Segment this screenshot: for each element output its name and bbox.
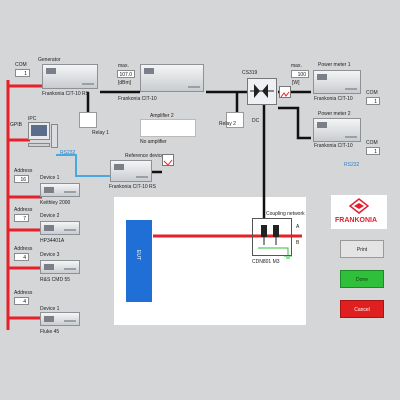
ipc-label: IPC (28, 116, 37, 122)
amp1-max-label: max. (118, 63, 129, 69)
device4-instrument[interactable] (40, 312, 80, 326)
refdev-graph-icon[interactable] (162, 154, 174, 166)
device2-address-field[interactable]: 7 (14, 214, 29, 222)
done-button[interactable]: Done (340, 270, 384, 288)
pm1-model: Frankonia CIT-10 (314, 96, 353, 102)
pm1-max-label: max. (291, 63, 302, 69)
pm2-instrument[interactable] (313, 118, 361, 142)
device2-model: HP34401A (40, 238, 65, 244)
device2-label: Device 2 (40, 213, 60, 219)
amp1-model: Frankonia CIT-10 (118, 96, 157, 102)
rs232-link (56, 154, 110, 177)
device1-instrument[interactable] (40, 183, 80, 197)
relay2-label: Relay 2 (219, 121, 236, 127)
relay1-box[interactable] (79, 112, 97, 128)
device4-model: Fluke 45 (40, 329, 60, 335)
amp1-instrument[interactable] (140, 64, 204, 92)
device3-address-label: Address (14, 246, 33, 252)
device2-address-label: Address (14, 207, 33, 213)
device1-label: Device 1 (40, 175, 60, 181)
relay2-box[interactable] (226, 112, 244, 128)
refdev-model: Frankonia CIT-10 RS (109, 184, 156, 190)
pm2-label: Power meter 2 (318, 111, 351, 117)
directional-coupler[interactable] (247, 78, 277, 105)
generator-label: Generator (38, 57, 61, 63)
refdev-instrument[interactable] (110, 160, 152, 182)
gpib-label: GPIB (10, 122, 22, 128)
device3-model: R&S CMD 55 (40, 277, 71, 283)
pm1-com-label: COM (366, 90, 378, 96)
device1-address-label: Address (14, 168, 33, 174)
generator-com-field[interactable]: 1 (15, 69, 30, 77)
generator-instrument[interactable] (42, 64, 98, 89)
coupling-network[interactable] (252, 218, 292, 256)
relay1-label: Relay 1 (92, 130, 109, 136)
generator-model: Frankonia CIT-10 RS (42, 91, 89, 97)
logo-text: FRANKONIA (335, 217, 377, 224)
print-button[interactable]: Print (340, 240, 384, 258)
coupling-model: CDN801 M3 (252, 259, 280, 265)
pm1-unit: [W] (292, 80, 300, 86)
signal-dc-pm2 (278, 106, 311, 140)
frankonia-logo: FRANKONIA (331, 195, 387, 229)
device1-model: Keithley 2000 (40, 200, 71, 206)
eut-label: EUT (135, 250, 141, 260)
device3-label: Device 3 (40, 252, 60, 258)
keyboard-icon (28, 143, 50, 147)
pm2-com-field[interactable]: 1 (366, 147, 380, 155)
amp1-unit: [dBm] (118, 80, 132, 86)
pm1-max-field[interactable]: 100 (291, 70, 309, 78)
coupling-network-icon (261, 225, 279, 245)
monitor-icon (28, 122, 50, 140)
cs-label: CS319 (242, 70, 258, 76)
coupler-diode-icon (250, 84, 274, 98)
pm2-com-label: COM (366, 140, 378, 146)
amp1-max-field[interactable]: 107.0 (117, 70, 135, 78)
coupling-term-b: B (296, 240, 300, 246)
cancel-button[interactable]: Cancel (340, 300, 384, 318)
amp2-text: No amplifier (140, 139, 167, 145)
amp2-box[interactable] (140, 119, 196, 137)
device4-address-label: Address (14, 290, 33, 296)
pm1-instrument[interactable] (313, 70, 361, 94)
pm2-model: Frankonia CIT-10 (314, 143, 353, 149)
device1-address-field[interactable]: 16 (14, 175, 29, 183)
refdev-label: Reference device (125, 153, 164, 159)
monitor-graph-icon[interactable] (279, 86, 291, 98)
rs232-label-b: RS232 (344, 162, 360, 168)
generator-com-label: COM (15, 62, 27, 68)
eut-block[interactable]: EUT (126, 220, 152, 302)
logo-mark-icon (349, 198, 369, 214)
coupling-label: Coupling network (266, 211, 305, 217)
coupling-term-a: A (296, 224, 300, 230)
device3-address-field[interactable]: 4 (14, 253, 29, 261)
device4-label: Device 1 (40, 306, 60, 312)
ipc-computer[interactable] (28, 122, 58, 160)
tower-icon (51, 124, 58, 148)
device2-instrument[interactable] (40, 221, 80, 235)
amp2-label: Amplifier 2 (150, 113, 174, 119)
rs232-label-a: RS232 (60, 150, 76, 156)
device4-address-field[interactable]: 4 (14, 297, 29, 305)
dc-label: DC (252, 118, 260, 124)
device3-instrument[interactable] (40, 260, 80, 274)
pm1-label: Power meter 1 (318, 62, 351, 68)
pm1-com-field[interactable]: 1 (366, 97, 380, 105)
